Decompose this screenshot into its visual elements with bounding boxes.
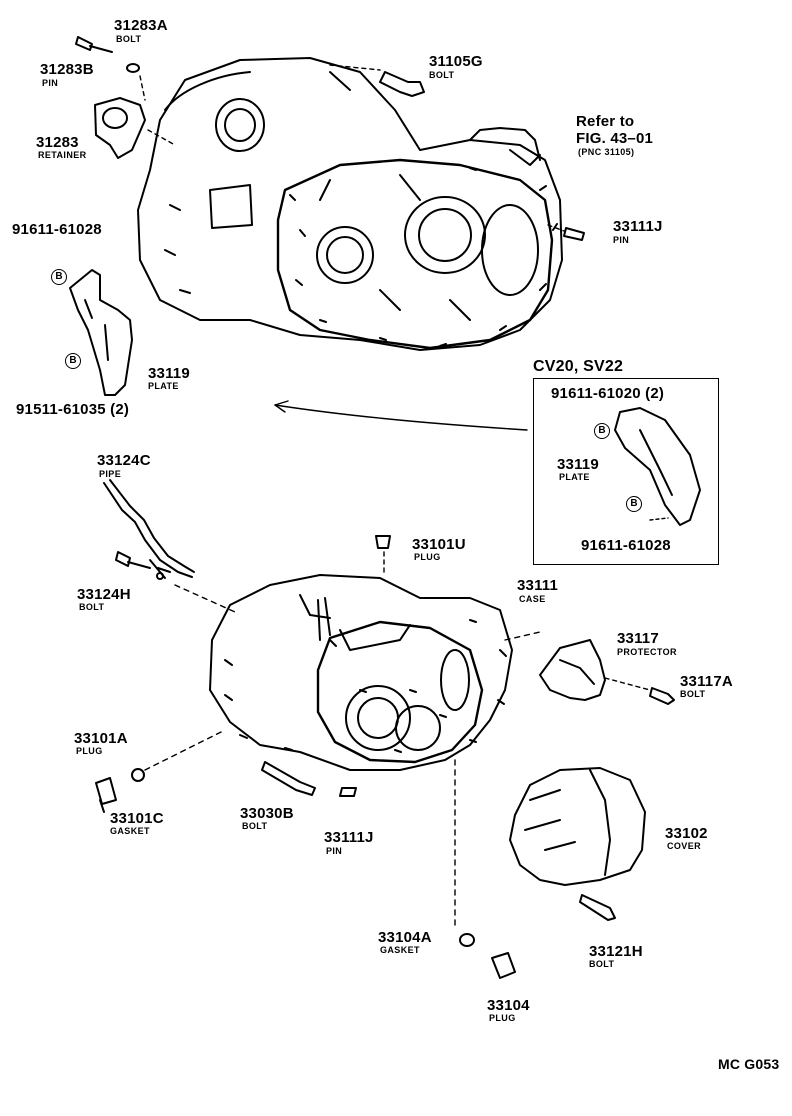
part-number-33124h: 33124H [77, 586, 131, 603]
plug-33101a-drawing [95, 777, 117, 813]
inset-box [533, 378, 719, 565]
part-name-31283b: PIN [42, 78, 59, 88]
part-number-33030b: 33030B [240, 805, 294, 822]
part-number-33119-left: 33119 [148, 365, 190, 382]
gasket-33101c-drawing [131, 768, 145, 782]
gasket-33104a-drawing [459, 933, 475, 947]
bolt-marker-b: B [65, 353, 81, 369]
bolt-33124h-drawing [115, 551, 151, 569]
part-number-33102: 33102 [665, 825, 708, 842]
bolt-31283a-drawing [75, 36, 113, 53]
refer-note-line-2: FIG. 43–01 [576, 130, 654, 147]
part-number-33104a: 33104A [378, 929, 432, 946]
part-name-33104a: GASKET [380, 945, 420, 955]
part-name-31105g: BOLT [429, 70, 455, 80]
part-name-33102: COVER [667, 841, 702, 851]
inset-part-number-91611-61020: 91611-61020 (2) [551, 385, 665, 402]
inset-part-name-33119: PLATE [559, 472, 590, 482]
part-name-33111j-lower: PIN [326, 846, 343, 856]
part-name-31283: RETAINER [38, 150, 87, 160]
part-name-33121h: BOLT [589, 959, 615, 969]
plug-33101u-drawing [375, 535, 391, 549]
part-name-33117a: BOLT [680, 689, 706, 699]
cover-33102-drawing [509, 767, 646, 886]
part-number-33111j-upper: 33111J [613, 218, 663, 235]
part-number-31283b: 31283B [40, 61, 94, 78]
part-number-31283: 31283 [36, 134, 79, 151]
retainer-31283-drawing [94, 97, 146, 159]
bolt-33030b-drawing [261, 761, 316, 796]
part-name-31283a: BOLT [116, 34, 142, 44]
part-number-33124c: 33124C [97, 452, 151, 469]
plate-33119-inset-drawing [614, 407, 701, 526]
part-number-33101a: 33101A [74, 730, 128, 747]
part-number-91511-61035: 91511-61035 (2) [16, 401, 130, 418]
bolt-marker-b: B [626, 496, 642, 512]
plate-33119-left-drawing [69, 269, 133, 396]
inset-title: CV20, SV22 [533, 358, 624, 375]
figure-code: MC G053 [718, 1056, 780, 1072]
refer-note-line-1: Refer to [576, 113, 635, 130]
transaxle-case-lower [209, 574, 513, 771]
part-name-33111j-upper: PIN [613, 235, 630, 245]
pipe-33124c-drawing [103, 479, 195, 580]
part-name-33030b: BOLT [242, 821, 268, 831]
pin-33111j-lower-drawing [339, 787, 357, 797]
part-name-33101c: GASKET [110, 826, 150, 836]
transaxle-housing-upper [137, 57, 563, 351]
part-name-33119-left: PLATE [148, 381, 179, 391]
inset-part-number-91611-61028: 91611-61028 [581, 537, 671, 554]
refer-note-line-3: (PNC 31105) [578, 147, 635, 157]
part-name-33117: PROTECTOR [617, 647, 677, 657]
bolt-marker-b: B [594, 423, 610, 439]
part-number-33101c: 33101C [110, 810, 164, 827]
inset-part-number-33119: 33119 [557, 456, 599, 473]
plug-33104-drawing [491, 952, 516, 979]
part-name-33101a: PLUG [76, 746, 103, 756]
part-name-33101u: PLUG [414, 552, 441, 562]
part-number-33111: 33111 [517, 577, 559, 594]
bolt-33117a-drawing [649, 687, 675, 705]
bolt-33121h-drawing [579, 894, 616, 921]
bolt-31105g-drawing [379, 71, 425, 97]
part-name-33111: CASE [519, 594, 546, 604]
part-number-33111j-lower: 33111J [324, 829, 374, 846]
part-number-33117: 33117 [617, 630, 659, 647]
part-name-33104: PLUG [489, 1013, 516, 1023]
pin-31283b-drawing [126, 63, 140, 73]
part-name-33124h: BOLT [79, 602, 105, 612]
part-number-91611-61028-upper: 91611-61028 [12, 221, 102, 238]
part-number-31105g: 31105G [429, 53, 483, 70]
bolt-marker-b: B [51, 269, 67, 285]
part-number-33101u: 33101U [412, 536, 466, 553]
part-number-33121h: 33121H [589, 943, 643, 960]
protector-33117-drawing [539, 639, 606, 701]
part-number-31283a: 31283A [114, 17, 168, 34]
part-number-33117a: 33117A [680, 673, 733, 690]
part-number-33104: 33104 [487, 997, 530, 1014]
part-name-33124c: PIPE [99, 469, 122, 479]
pin-33111j-upper-drawing [563, 227, 585, 241]
